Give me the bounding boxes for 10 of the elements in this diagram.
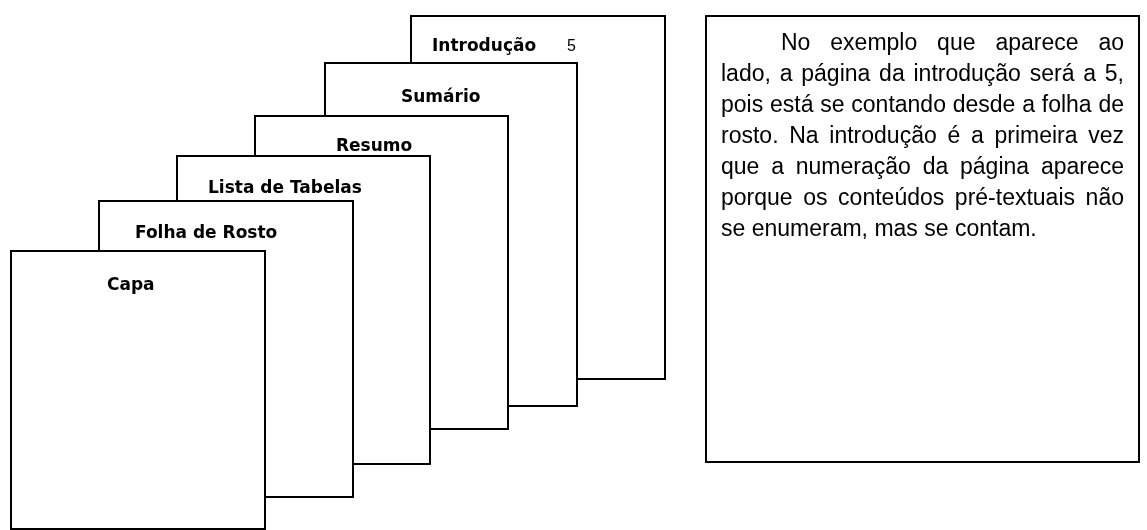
page-title: Resumo [336, 135, 413, 155]
page-title: Capa [107, 274, 155, 294]
description-paragraph: No exemplo que aparece ao lado, a página da introdução será a 5, pois está se contando desde a folha de rosto. Na introdução é a primeira vez que a numeração da página aparece porque os conteúdos pré-textuais não se enumeram, mas se contam. [721, 28, 1124, 243]
page-title: Introdução [432, 35, 537, 55]
text-frame [705, 15, 1140, 463]
page-sheet [10, 250, 266, 530]
page-title: Sumário [401, 86, 481, 106]
page-title: Lista de Tabelas [208, 177, 362, 197]
page-title: Folha de Rosto [135, 222, 278, 242]
page-number: 5 [567, 37, 576, 55]
